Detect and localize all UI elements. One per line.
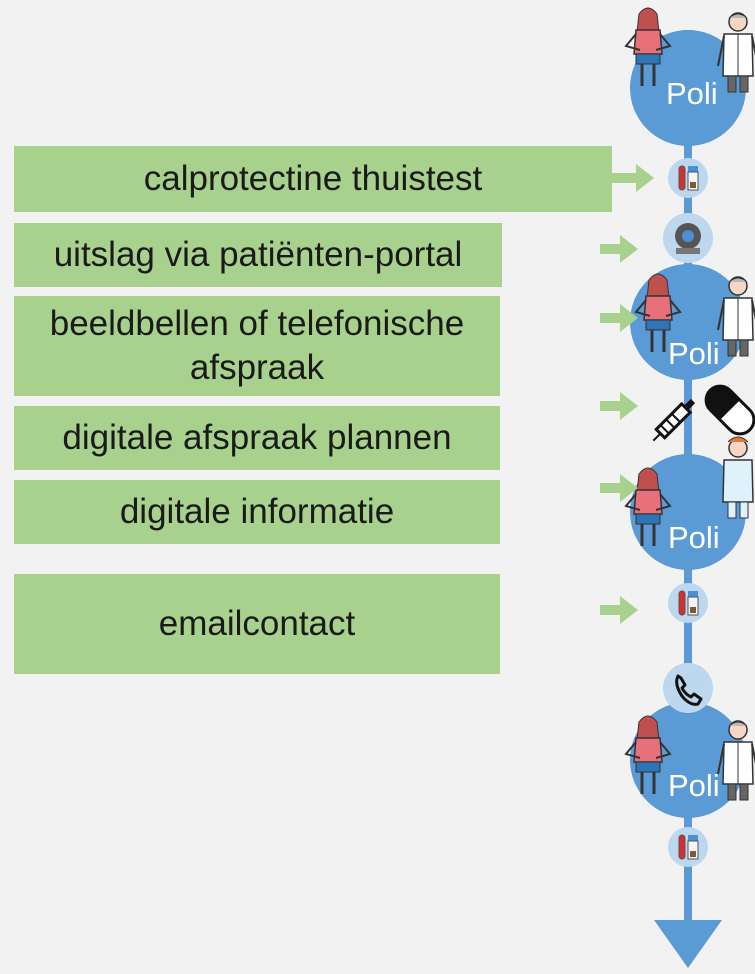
- arrow-5: [600, 474, 638, 502]
- arrow-4: [600, 392, 638, 420]
- service-box-patient-portal: uitslag via patiënten-portal: [14, 223, 502, 287]
- telephone-icon: [675, 674, 703, 706]
- test-tubes-icon: [678, 834, 699, 860]
- poli-label: Poli: [668, 520, 720, 555]
- arrow-1: [612, 164, 654, 192]
- poli-label: Poli: [668, 768, 720, 803]
- service-box-afspraak-plannen: digitale afspraak plannen: [14, 406, 500, 470]
- arrow-3: [600, 304, 638, 332]
- poli-label: Poli: [668, 336, 720, 371]
- arrow-2: [600, 235, 638, 263]
- test-tubes-icon: [678, 165, 699, 191]
- service-box-digitale-informatie: digitale informatie: [14, 480, 500, 544]
- mri-scanner-icon: [675, 223, 701, 254]
- arrow-6: [600, 596, 638, 624]
- service-box-calprotectine: calprotectine thuistest: [14, 146, 612, 212]
- poli-label: Poli: [666, 76, 718, 111]
- arrow-down-icon: [654, 920, 722, 968]
- phone-node: [663, 663, 713, 713]
- service-box-emailcontact: emailcontact: [14, 574, 500, 674]
- poli-node-4: [630, 702, 746, 818]
- test-tubes-icon: [678, 590, 699, 616]
- service-box-beeldbellen: beeldbellen of telefonische afspraak: [14, 296, 500, 396]
- poli-node-3: [630, 454, 746, 570]
- connector-arrows: [600, 164, 654, 624]
- syringe-icon: [652, 398, 696, 442]
- pill-icon: [704, 384, 755, 436]
